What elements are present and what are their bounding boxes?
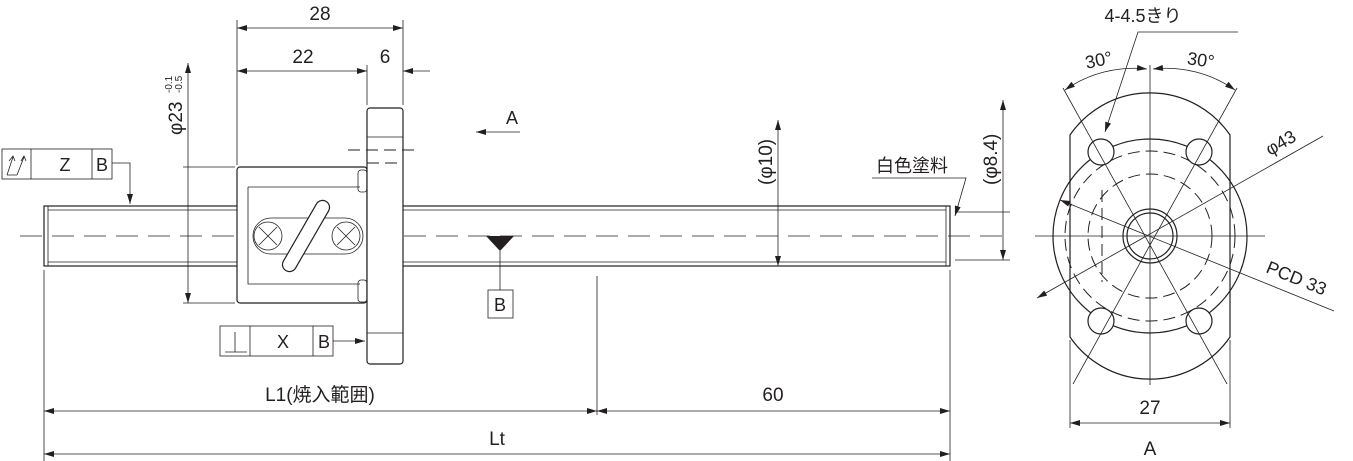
dim-flange-diameter: φ43 (1262, 126, 1299, 159)
tolerance-datum: B (96, 155, 108, 175)
ball-nut (236, 107, 420, 365)
tolerance-value-z: Z (60, 155, 71, 175)
dim-flange-width: 6 (380, 47, 391, 68)
datum-triangle-icon (486, 236, 514, 251)
dim-pcd: PCD 33 (1264, 257, 1330, 299)
paint-note: 白色塗料 (876, 155, 948, 176)
datum-label: B (494, 295, 506, 315)
dim-nut-diameter: φ23 (166, 102, 187, 135)
view-label: A (1144, 439, 1157, 460)
nut-tol-upper: -0.1 (164, 75, 175, 93)
tolerance-value-x: X (277, 332, 289, 352)
nut-tol-lower: -0.5 (174, 75, 185, 93)
dim-body-length: 22 (292, 47, 313, 68)
dim-total-length: Lt (489, 429, 506, 450)
front-view (1035, 31, 1335, 428)
runout-tolerance-frame: Z B (1, 148, 133, 204)
angle-right: 30° (1186, 48, 1216, 72)
view-arrow-label: A (506, 108, 518, 128)
total-runout-icon (6, 155, 27, 176)
perpendicularity-tolerance-frame: X B (219, 325, 365, 357)
dim-nut-length: 28 (309, 4, 330, 25)
dim-end-diameter: (φ8.4) (981, 134, 1002, 185)
dim-shaft-diameter: (φ10) (756, 139, 777, 185)
hole-callout: 4-4.5きり (1104, 6, 1181, 26)
dim-end-length: 60 (762, 385, 783, 406)
perpendicularity-icon (225, 332, 247, 353)
datum-box (487, 289, 514, 319)
nut-dimensions: 28 22 6 φ23 -0.1 -0.5 (164, 4, 430, 304)
dim-l1: L1(焼入範囲) (265, 384, 375, 406)
angle-left: 30° (1083, 48, 1114, 73)
dim-flat-width: 27 (1139, 398, 1160, 419)
tolerance-datum: B (318, 332, 330, 352)
